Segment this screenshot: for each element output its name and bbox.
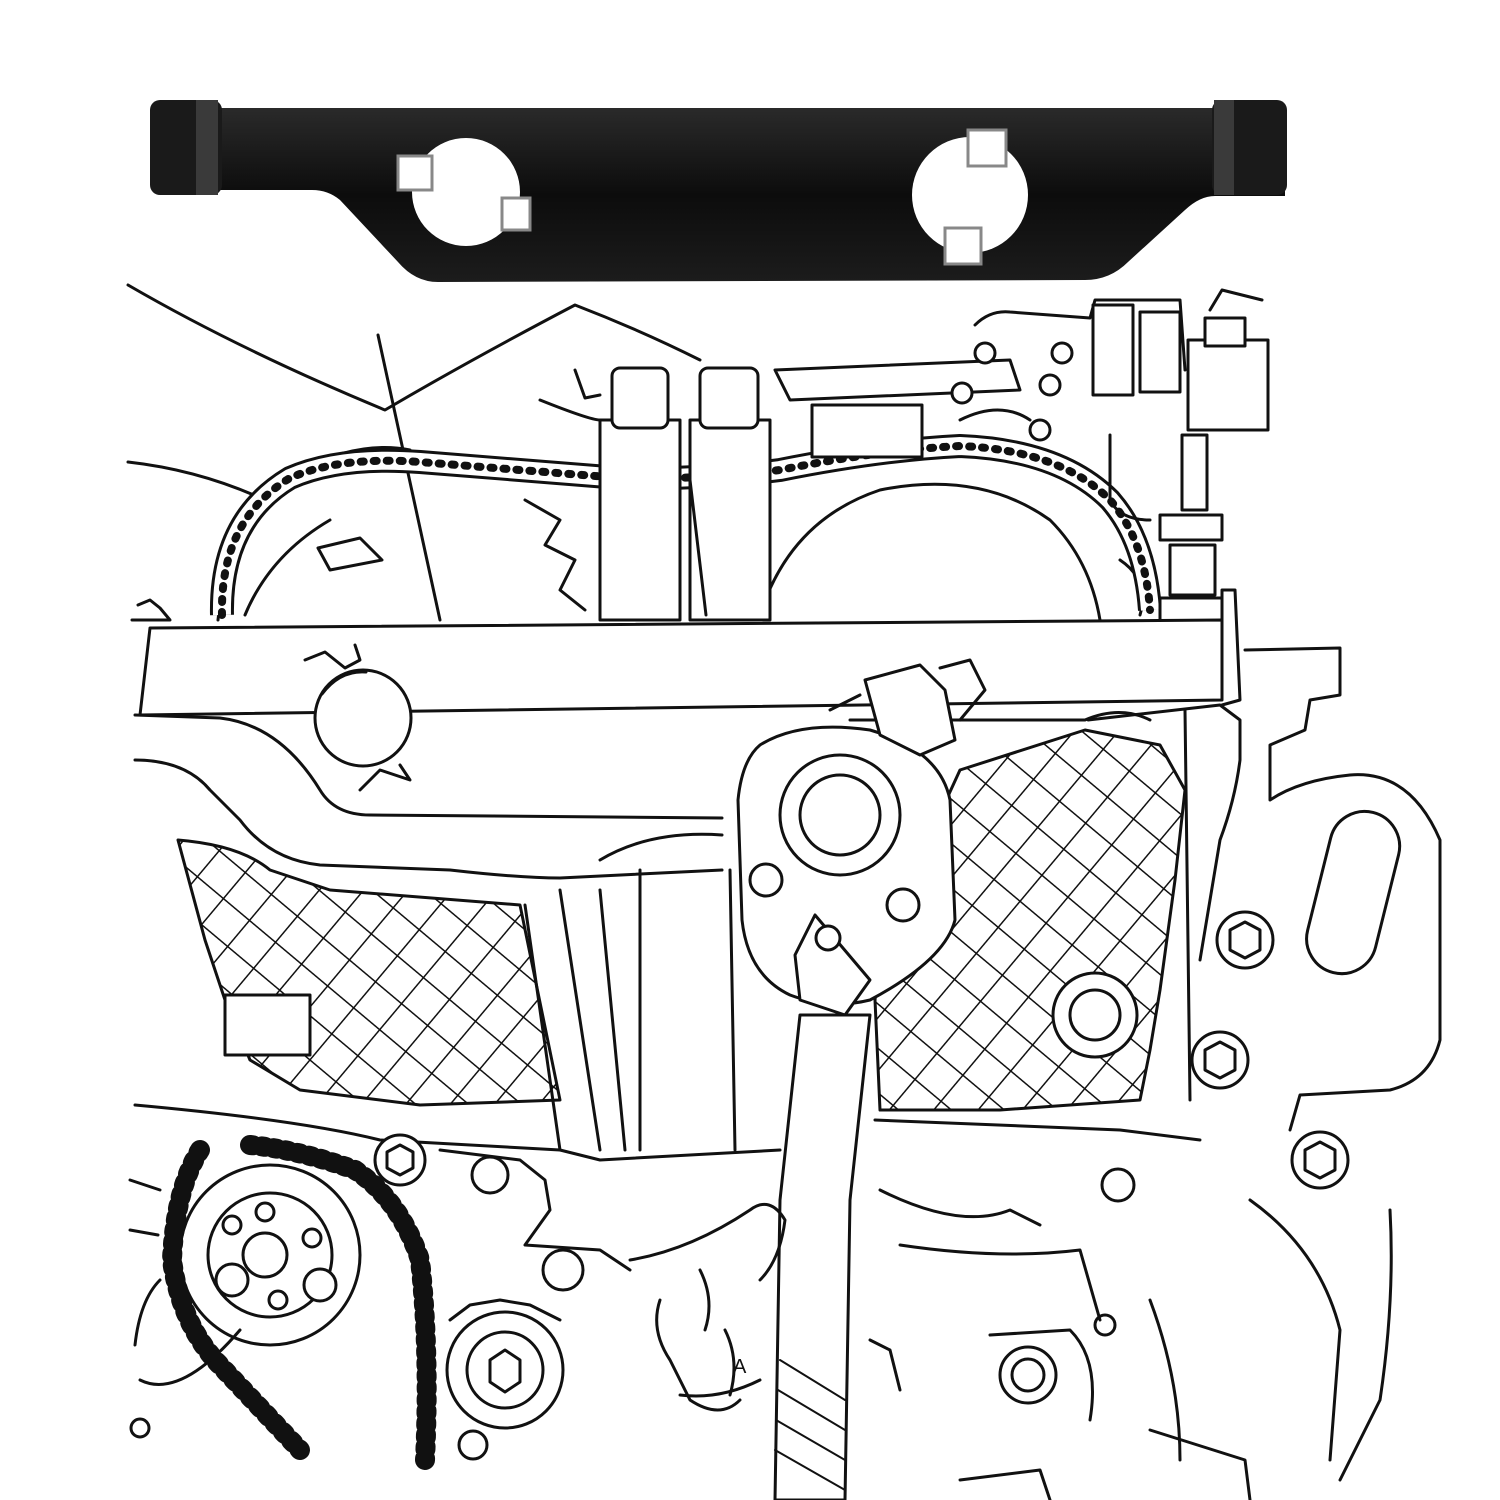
lower-bolt-1 [373,1133,427,1187]
right-cam-sprocket [728,482,1144,622]
mount-bolt-2 [1190,1030,1250,1090]
engine-line-drawing: A [126,283,1442,1500]
tool-right-hole [912,128,1028,266]
tool-left-hole [396,138,532,246]
right-engine-mount [1051,646,1442,1337]
cam-towers [538,358,1022,622]
left-hatched-area [176,838,562,1107]
left-cover-window [223,993,312,1057]
timing-cover [133,703,1242,962]
callout-label-a: A [733,1356,747,1378]
lower-block [128,1103,1393,1500]
camshaft-locking-bar [150,100,1287,282]
crankshaft-sprocket [178,1163,362,1347]
cam-sensor-assembly [950,288,1270,630]
installed-bar-left-peg [303,643,413,792]
mount-bolt-1 [1215,910,1275,970]
oil-pump-sprocket [445,1298,565,1430]
lower-right-bolt [998,1345,1058,1405]
tool-body [158,108,1285,282]
installed-locking-bar [130,588,1242,792]
ratchet-wrench: A [733,658,987,1500]
lower-timing-chain [161,1135,437,1470]
lower-bolt-2 [541,1248,585,1292]
mount-bolt-3 [1290,1130,1350,1190]
technician-hand [628,1202,787,1398]
callout-leader [376,333,442,622]
